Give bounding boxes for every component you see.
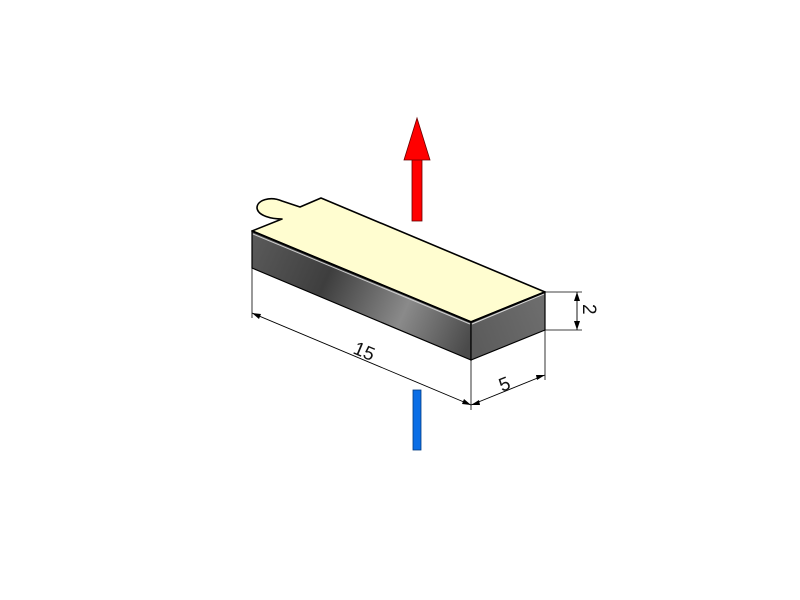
front-edge-highlight bbox=[252, 233, 471, 325]
side-edge-highlight bbox=[471, 293, 545, 325]
height-label: 2 bbox=[578, 304, 599, 315]
south-marker-icon bbox=[412, 389, 422, 451]
dimension-height: 2 bbox=[545, 291, 599, 331]
adhesive-top-face bbox=[251, 197, 546, 323]
north-arrow-icon bbox=[403, 116, 431, 222]
width-label: 5 bbox=[496, 373, 514, 396]
length-label: 15 bbox=[350, 338, 378, 366]
